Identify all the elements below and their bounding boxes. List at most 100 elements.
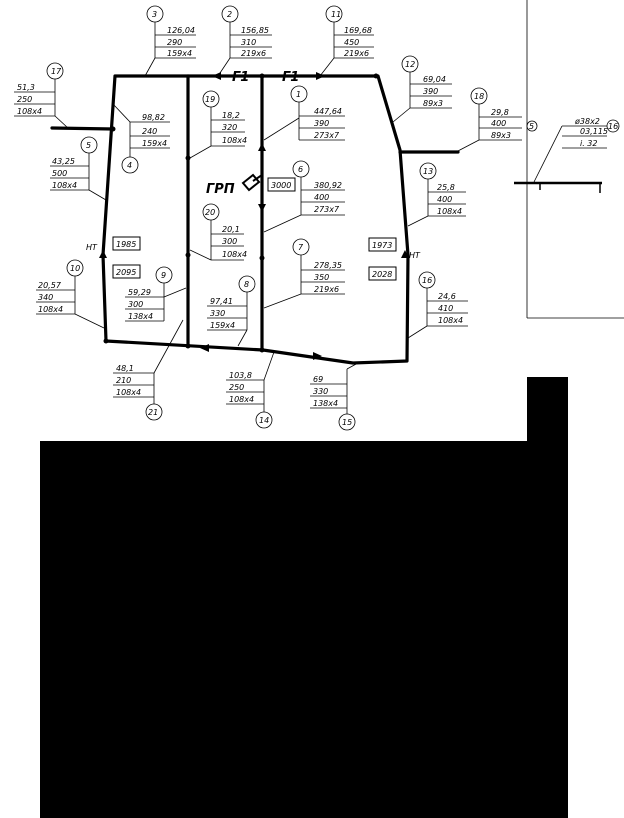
svg-text:159x4: 159x4 <box>167 49 192 58</box>
callout-section-7: 7 278,35 350 219x6 <box>263 238 345 309</box>
svg-text:89x3: 89x3 <box>423 99 443 108</box>
svg-text:14: 14 <box>259 416 269 425</box>
svg-text:2095: 2095 <box>116 268 136 277</box>
svg-text:400: 400 <box>437 195 452 204</box>
station-label: ГРП <box>206 182 235 197</box>
svg-text:29,8: 29,8 <box>491 108 509 117</box>
callout-section-15: 15 69 330 138x4 <box>310 362 359 431</box>
svg-text:159x4: 159x4 <box>142 139 167 148</box>
callout-section-20: 20 20,1 300 108x4 <box>189 203 247 261</box>
svg-text:11: 11 <box>331 10 341 19</box>
black-mask-upper <box>527 377 568 441</box>
svg-text:278,35: 278,35 <box>314 261 342 270</box>
svg-text:108x4: 108x4 <box>437 207 462 216</box>
svg-text:390: 390 <box>423 87 438 96</box>
svg-text:390: 390 <box>314 119 329 128</box>
svg-text:273x7: 273x7 <box>314 131 340 140</box>
svg-text:97,41: 97,41 <box>210 297 233 306</box>
svg-text:15: 15 <box>342 418 352 427</box>
section-circle-5-ref <box>526 120 538 132</box>
svg-text:400: 400 <box>314 193 329 202</box>
svg-text:7: 7 <box>298 243 304 252</box>
callout-section-8: 8 97,41 330 159x4 <box>207 275 256 347</box>
svg-text:4: 4 <box>127 161 132 170</box>
pipe-section-17 <box>50 126 115 131</box>
svg-text:69,04: 69,04 <box>423 75 446 84</box>
svg-text:69: 69 <box>313 375 323 384</box>
callout-section-5: 5 43,25 500 108x4 <box>50 136 107 201</box>
svg-text:310: 310 <box>241 38 256 47</box>
callout-section-11: 11 169,68 450 219x6 <box>319 5 374 77</box>
black-mask-lower <box>40 441 568 818</box>
svg-text:159x4: 159x4 <box>210 321 235 330</box>
svg-text:447,64: 447,64 <box>314 107 342 116</box>
callout-section-17: 17 51,3 250 108x4 <box>14 62 69 129</box>
svg-text:13: 13 <box>423 167 433 176</box>
svg-text:108x4: 108x4 <box>438 316 463 325</box>
svg-text:450: 450 <box>344 38 359 47</box>
svg-text:273x7: 273x7 <box>314 205 340 214</box>
box-2095: 2095 <box>112 264 141 279</box>
callout-section-3: 3 126,04 290 159x4 <box>144 5 196 77</box>
svg-text:2028: 2028 <box>372 270 392 279</box>
svg-text:20,1: 20,1 <box>222 225 240 234</box>
svg-text:8: 8 <box>244 280 249 289</box>
svg-text:20,57: 20,57 <box>38 281 62 290</box>
svg-text:20: 20 <box>205 208 215 217</box>
gas-line-label: Г1 <box>232 70 249 85</box>
svg-text:410: 410 <box>438 304 453 313</box>
nt-label: НТ <box>409 251 421 260</box>
svg-text:340: 340 <box>38 293 53 302</box>
svg-text:1: 1 <box>296 90 301 99</box>
svg-text:219x6: 219x6 <box>344 49 369 58</box>
callout-section-19: 19 18,2 320 108x4 <box>189 90 247 159</box>
svg-text:21: 21 <box>148 408 158 417</box>
svg-text:17: 17 <box>51 67 62 76</box>
svg-text:59,29: 59,29 <box>128 288 151 297</box>
callout-section-2: 2 156,85 310 219x6 <box>217 5 272 77</box>
svg-text:103,8: 103,8 <box>229 371 252 380</box>
svg-text:24,6: 24,6 <box>438 292 456 301</box>
callout-section-4: 4 98,82 240 159x4 <box>112 103 170 174</box>
box-1973: 1973 <box>368 237 397 252</box>
callout-section-1: 1 447,64 390 273x7 <box>263 85 345 141</box>
svg-text:3000: 3000 <box>271 181 291 190</box>
svg-text:03,115: 03,115 <box>580 127 608 136</box>
svg-text:9: 9 <box>161 271 166 280</box>
svg-text:19: 19 <box>205 95 215 104</box>
svg-text:290: 290 <box>167 38 182 47</box>
svg-text:250: 250 <box>17 95 32 104</box>
svg-text:108x4: 108x4 <box>17 107 42 116</box>
svg-text:12: 12 <box>405 60 415 69</box>
svg-text:48,1: 48,1 <box>116 364 134 373</box>
grp-station-icon <box>241 173 263 192</box>
svg-text:108x4: 108x4 <box>229 395 254 404</box>
svg-text:2: 2 <box>227 10 232 19</box>
svg-text:138x4: 138x4 <box>313 399 338 408</box>
svg-text:89x3: 89x3 <box>491 131 511 140</box>
callout-section-6: 6 380,92 400 273x7 <box>263 160 345 233</box>
callout-section-12: 12 69,04 390 89x3 <box>392 55 452 123</box>
svg-text:300: 300 <box>128 300 143 309</box>
gas-line-label: Г1 <box>282 70 299 85</box>
box-1985: 1985 <box>112 236 141 251</box>
svg-text:500: 500 <box>52 169 67 178</box>
svg-text:169,68: 169,68 <box>344 26 372 35</box>
svg-text:16: 16 <box>422 276 432 285</box>
svg-text:18,2: 18,2 <box>222 111 240 120</box>
svg-text:16: 16 <box>608 122 618 131</box>
svg-text:240: 240 <box>142 127 157 136</box>
svg-text:25,8: 25,8 <box>437 183 455 192</box>
svg-text:156,85: 156,85 <box>241 26 269 35</box>
svg-text:219x6: 219x6 <box>241 49 266 58</box>
callout-section-10: 10 20,57 340 108x4 <box>36 259 105 329</box>
svg-text:1985: 1985 <box>116 240 136 249</box>
pipe-loop <box>101 74 410 365</box>
svg-text:ø38x2: ø38x2 <box>574 117 600 126</box>
svg-text:320: 320 <box>222 123 237 132</box>
svg-text:330: 330 <box>210 309 225 318</box>
svg-text:138x4: 138x4 <box>128 312 153 321</box>
svg-text:5: 5 <box>86 141 91 150</box>
svg-text:108x4: 108x4 <box>222 250 247 259</box>
